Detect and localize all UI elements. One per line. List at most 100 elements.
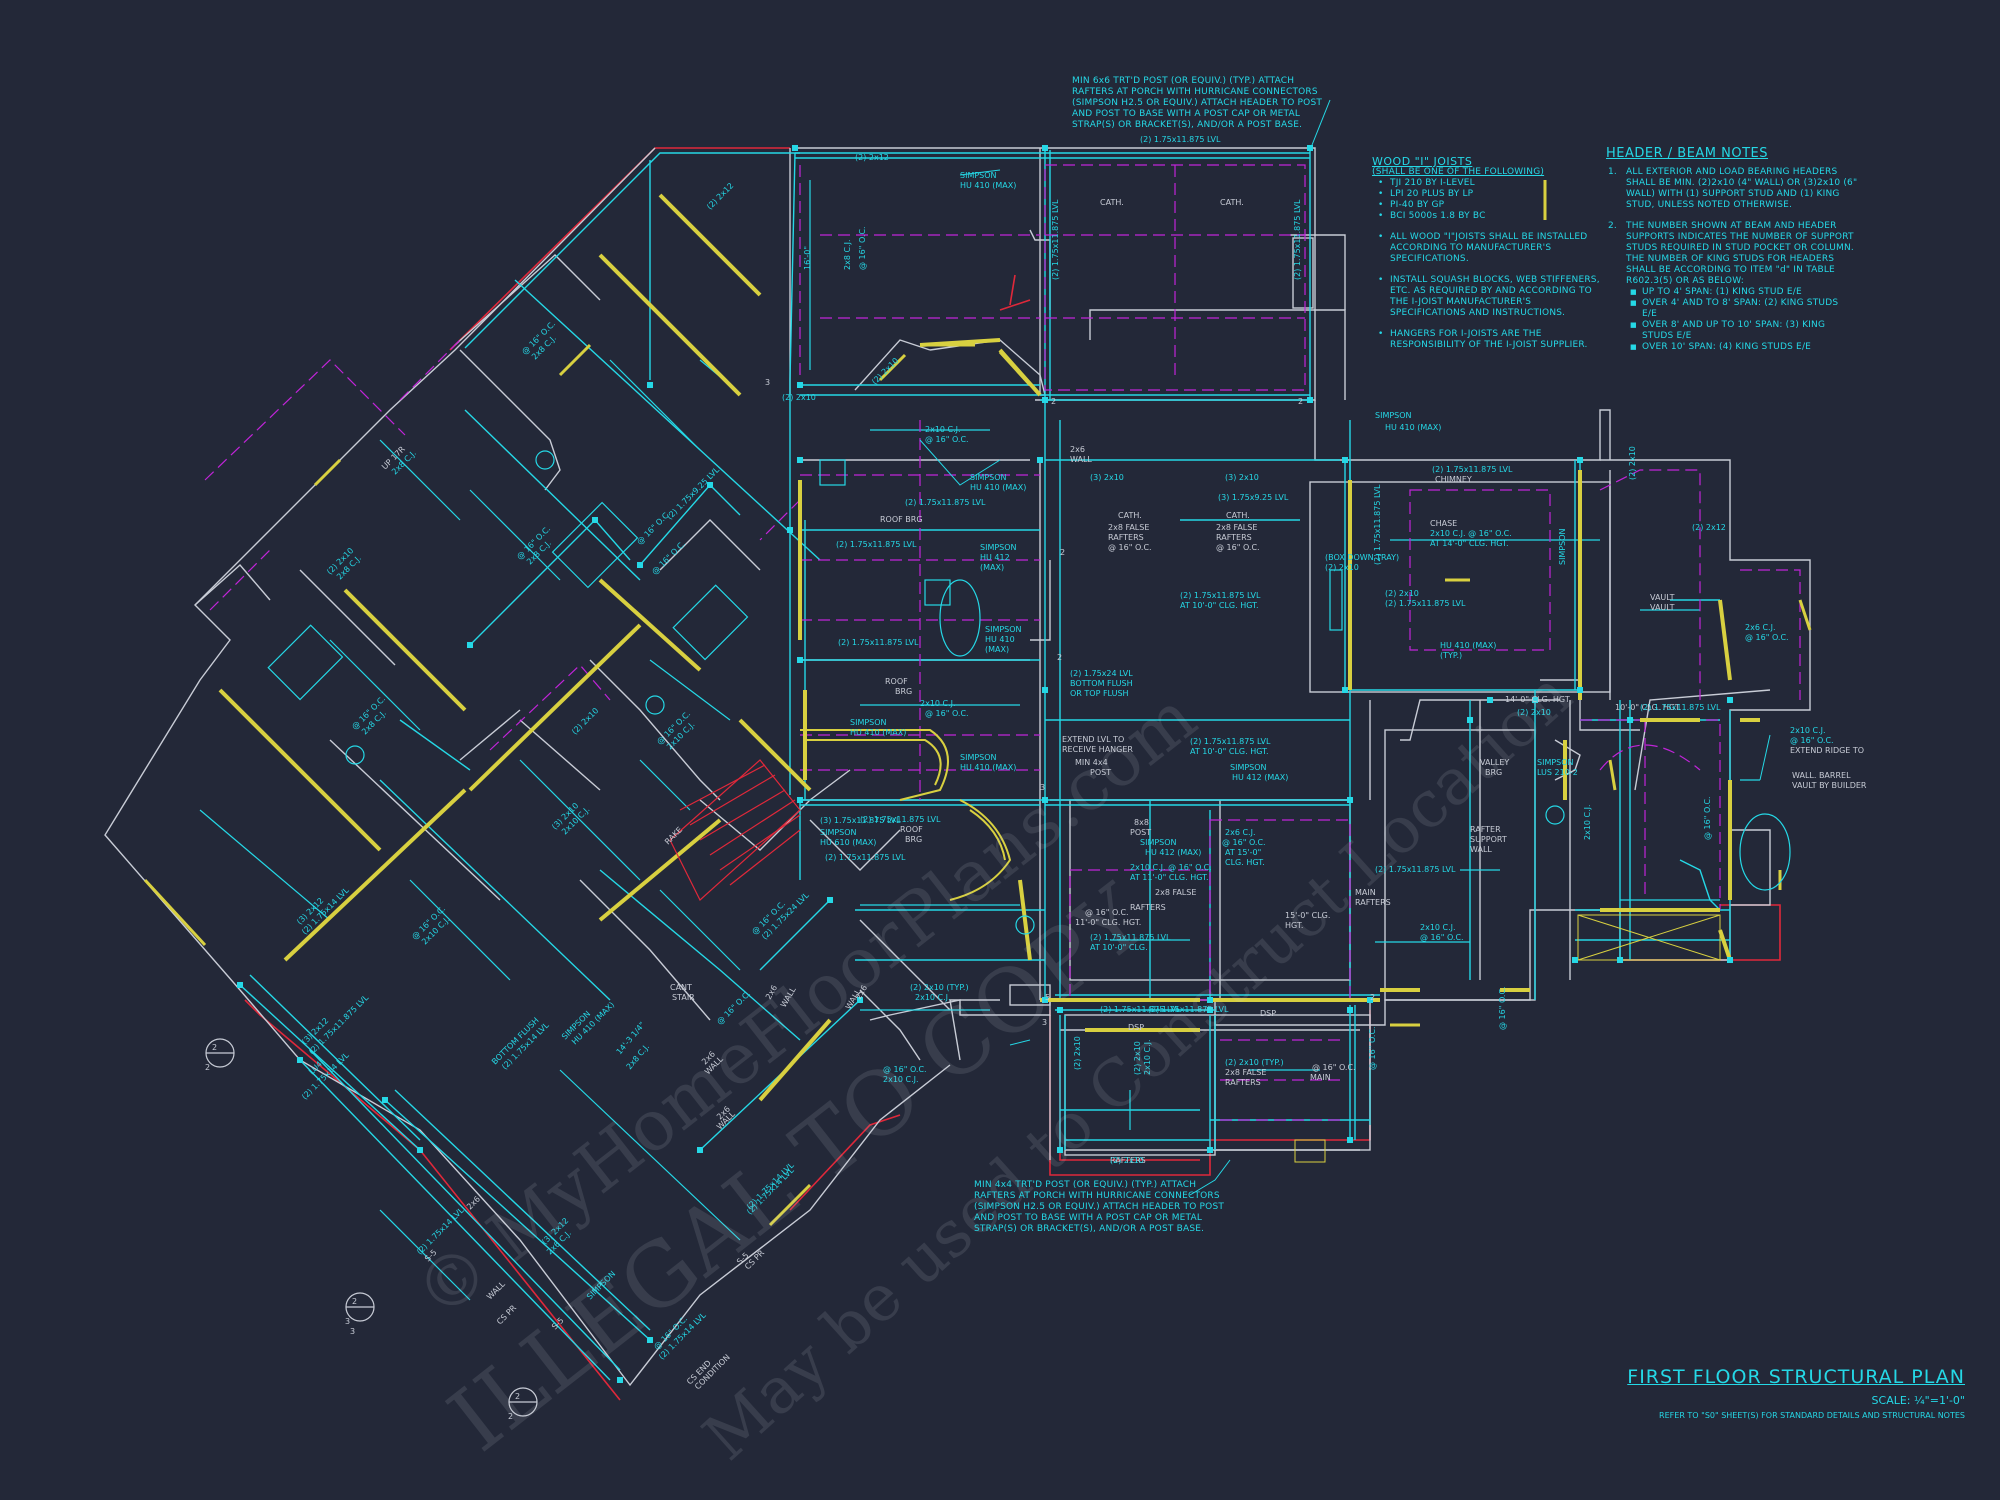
plan-label: (2) 2x10 [570, 706, 600, 736]
plan-label: (2) 2x10 [782, 393, 816, 402]
plan-label: 11'-0" CLG. HGT. [1075, 918, 1141, 927]
fixtures [267, 450, 1791, 935]
plan-label: (2) 2x10 [1628, 446, 1637, 480]
plan-label: (2) 1.75x11.875 LVL [825, 853, 906, 862]
post-marker [1367, 997, 1373, 1003]
plan-label: @ 16" O.C. [1790, 736, 1834, 745]
joist-note-line: THE I-JOIST MANUFACTURER'S [1390, 297, 1532, 307]
plan-label: RAFTERS [1225, 1078, 1261, 1087]
plan-label: AT 11'-0" CLG. HGT. [1130, 873, 1209, 882]
plan-label: AT 10'-0" CLG. HGT. [1190, 747, 1269, 756]
plan-label: WALL. BARREL [1792, 771, 1851, 780]
curved-ribbed-wall [800, 729, 1012, 901]
plan-label: (2) 1.75x11.875 LVL [1190, 737, 1271, 746]
plan-label: @ 16" O.C. [1108, 543, 1152, 552]
plan-label: (2) 1.75x11.875 LVL [905, 498, 986, 507]
plan-label: EXTEND LVL TO [1062, 735, 1124, 744]
plan-label: @ 16" O.C. [1498, 986, 1507, 1030]
plan-label: 2 [1057, 653, 1062, 662]
detail-callouts [205, 1038, 538, 1417]
plan-label: (3) 2x10 [1090, 473, 1124, 482]
joist-option: LPI 20 PLUS BY LP [1378, 189, 1600, 200]
plan-label: (2) 1.75x11.875 LVL [1051, 199, 1060, 280]
post-marker [1487, 697, 1493, 703]
plan-label: 2x8 C.J. [843, 240, 852, 271]
post-marker [617, 1377, 623, 1383]
plan-label: MIN 4x4 [1075, 758, 1108, 767]
plan-label: (2) 2x10 (TYP.) [1225, 1058, 1284, 1067]
post-marker [1342, 457, 1348, 463]
post-markers [237, 145, 1733, 1383]
note-line: STRAP(S) OR BRACKET(S), AND/OR A POST BA… [974, 1224, 1205, 1234]
plan-label: HU 410 (MAX) [970, 483, 1026, 492]
plan-label: @ 16" O.C. [925, 435, 969, 444]
plan-label: 2 [1060, 548, 1065, 557]
plan-label: 2x10 C.J. [1790, 726, 1826, 735]
plan-label: 2x10 C.J. [883, 1075, 919, 1084]
plan-label: HU 412 [980, 553, 1010, 562]
note-line: AND POST TO BASE WITH A POST CAP OR META… [1072, 109, 1301, 119]
plan-label: SIMPSON [1558, 528, 1567, 565]
post-marker [797, 382, 803, 388]
plan-label: 15'-0" CLG. [1285, 911, 1330, 920]
plan-label: (2) 1.75x24 LVL [1070, 669, 1133, 678]
post-marker [1467, 717, 1473, 723]
plan-label: 2x10 C.J. [920, 699, 956, 708]
note-line: MIN 4x4 TRT'D POST (OR EQUIV.) (TYP.) AT… [974, 1180, 1197, 1190]
plan-label: 2x10 C.J. [1420, 923, 1456, 932]
post-marker [1057, 1007, 1063, 1013]
plan-label: 2 [1051, 397, 1056, 406]
plan-label: SUPPORT [1470, 835, 1507, 844]
joist-note-line: ETC. AS REQUIRED BY AND ACCORDING TO [1390, 286, 1592, 296]
plan-label: 2x8 FALSE [1216, 523, 1257, 532]
plan-label: STAIR [672, 993, 695, 1002]
plan-label: 2 [1370, 993, 1375, 1002]
span-rule: OVER 4' AND TO 8' SPAN: (2) KING STUDS [1630, 298, 1857, 309]
plan-label: (2) 2x10 (TYP.) [910, 983, 969, 992]
joist-note-line: SPECIFICATIONS. [1390, 254, 1469, 264]
plan-label: HU 410 (MAX) [850, 728, 906, 737]
post-marker [1057, 1147, 1063, 1153]
post-marker [1037, 457, 1043, 463]
plan-label: 2x6 [1070, 445, 1085, 454]
plan-label: HU 410 (MAX) [960, 763, 1016, 772]
stair [669, 759, 801, 901]
plan-label: SIMPSON [970, 473, 1007, 482]
post-marker [1042, 687, 1048, 693]
plan-label: (2) 1.75x9.25 LVL [665, 465, 721, 521]
plan-label: (2) 2x10 [1110, 1156, 1144, 1165]
plan-label: @ 16" O.C. [1703, 796, 1712, 840]
plan-label: LUS 210-2 [1537, 768, 1578, 777]
plan-label: EXTEND RIDGE TO [1790, 746, 1864, 755]
plan-label: HU 410 (MAX) [1385, 423, 1441, 432]
plan-label: CATH. [1118, 511, 1142, 520]
post-marker [797, 657, 803, 663]
plan-label: OR TOP FLUSH [1070, 689, 1129, 698]
plan-label: 5 [1045, 993, 1050, 1002]
plan-label: (2) 2x10 [870, 356, 900, 386]
note-line: (SIMPSON H2.5 OR EQUIV.) ATTACH HEADER T… [1072, 98, 1323, 108]
plan-label: ROOF [900, 825, 923, 834]
note-line: AND POST TO BASE WITH A POST CAP OR META… [974, 1213, 1203, 1223]
plan-label: RAKE [663, 825, 684, 846]
post-marker [787, 527, 793, 533]
plan-label: CANT [670, 983, 692, 992]
note-line: MIN 6x6 TRT'D POST (OR EQUIV.) (TYP.) AT… [1072, 76, 1295, 86]
plan-label: (2) 2x12 [1692, 523, 1726, 532]
drawing-reference: REFER TO "S0" SHEET(S) FOR STANDARD DETA… [1659, 1411, 1965, 1420]
plan-label: 2x10 C.J. @ 16" O.C. [1130, 863, 1212, 872]
plan-label: ROOF BRG [880, 515, 923, 524]
plan-label: @ 16" O.C. [1312, 1063, 1356, 1072]
plan-label: POST [1090, 768, 1111, 777]
post-marker [1042, 997, 1048, 1003]
joist-note-line: INSTALL SQUASH BLOCKS, WEB STIFFENERS, [1378, 275, 1600, 286]
header-note-line: WALL) WITH (1) SUPPORT STUD AND (1) KING [1626, 189, 1840, 199]
post-marker [1207, 1147, 1213, 1153]
post-marker [792, 145, 798, 151]
header-notes-title: HEADER / BEAM NOTES [1606, 146, 1769, 161]
plan-label: SIMPSON [960, 753, 997, 762]
plan-label: HU 412 (MAX) [1232, 773, 1288, 782]
plan-label: 2x6 C.J. [1745, 623, 1776, 632]
plan-label: (3) 1.75x11.875 LVL [820, 816, 901, 825]
